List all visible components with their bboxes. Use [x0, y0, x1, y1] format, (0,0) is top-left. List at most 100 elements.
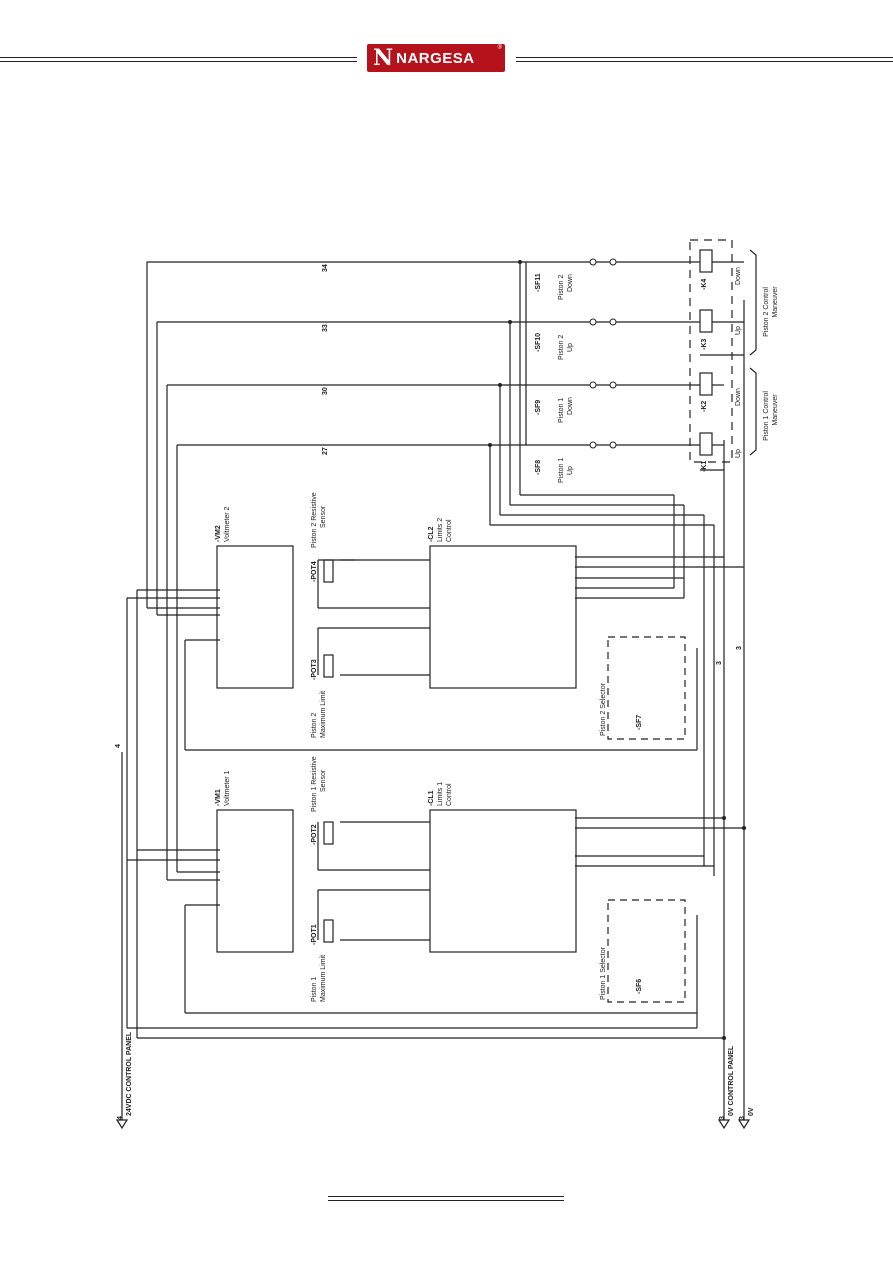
pot3-line2: Maximum Limit: [320, 691, 327, 738]
relay-k2-tag: -K2: [701, 401, 708, 412]
pot1-tag: -POT1: [311, 924, 318, 945]
header-rule-left-2: [0, 61, 357, 62]
maneuver-1-line1: Piston 1 Control: [763, 391, 770, 441]
maneuver-1-line2: Maneuver: [772, 394, 779, 426]
rail-24v-arrow: [115, 1119, 129, 1130]
relay-k1-coil: [699, 432, 713, 456]
switch-sf11-contact: [589, 258, 597, 266]
pot1-resistor: [323, 919, 334, 943]
rail-0v-a-label: 0V CONTROL PANEL: [728, 1045, 735, 1116]
footer-rule-1: [328, 1196, 564, 1197]
maneuver-2-line2: Maneuver: [772, 286, 779, 318]
limits-1-line2: Control: [446, 783, 453, 806]
pot3-tag: -POT3: [311, 659, 318, 680]
maneuver-2-line1: Piston 2 Control: [763, 287, 770, 337]
pot3-resistor: [323, 654, 334, 678]
relay-dashed-box: [689, 239, 733, 463]
relay-k4-tag: -K4: [701, 279, 708, 290]
switch-sf8-line1: Piston 1: [558, 458, 565, 483]
sf6-box: [607, 899, 686, 1003]
relay-k2-coil: [699, 372, 713, 396]
rail-0v-a-wire: 3: [719, 1116, 726, 1120]
sf6-label: Piston 1 Selector: [600, 946, 607, 1000]
rail-0v-b-arrow: [737, 1119, 751, 1130]
relay-k2-label: Down: [735, 388, 742, 406]
relay-k3-coil: [699, 309, 713, 333]
rail-0v-a-arrow: [717, 1119, 731, 1130]
pot4-line2: Sensor: [320, 505, 327, 528]
switch-sf9-contact: [589, 381, 597, 389]
switch-sf11-tag: -SF11: [535, 273, 542, 292]
voltmeter-1-name: Voltmeter 1: [224, 770, 231, 806]
switch-sf8-line2: Up: [567, 466, 574, 475]
pot4-tag: -POT4: [311, 561, 318, 582]
pot3-line1: Piston 2: [311, 713, 318, 738]
relay-k1-tag: -K1: [701, 461, 708, 472]
vertical-wire-3a: 3: [716, 661, 723, 665]
top-wire-label: 27: [322, 447, 329, 455]
logo-initial: N: [373, 45, 393, 71]
relay-k3-label: Up: [735, 326, 742, 335]
switch-sf11-line2: Down: [567, 274, 574, 292]
top-wire-label: 33: [322, 324, 329, 332]
rail-24v-label: 24VDC CONTROL PANEL: [126, 1031, 133, 1116]
voltmeter-2-box: [216, 545, 294, 689]
switch-sf10-contact-2: [609, 318, 617, 326]
switch-sf8-contact-2: [609, 441, 617, 449]
relay-k4-label: Down: [735, 267, 742, 285]
rail-0v-b-wire: 3: [739, 1116, 746, 1120]
sf6-tag: -SF6: [636, 979, 643, 994]
top-wire-label: 34: [322, 264, 329, 272]
switch-sf9-tag: -SF9: [535, 400, 542, 415]
bracket-maneuver-2: [749, 249, 757, 356]
junction: [722, 816, 726, 820]
switch-sf11-contact-2: [609, 258, 617, 266]
relay-k4-coil: [699, 249, 713, 273]
pot4-line1: Piston 2 Resistive: [311, 492, 318, 548]
logo-registered: ®: [497, 45, 502, 51]
vertical-wire-3b: 3: [736, 646, 743, 650]
header-rule-right-2: [516, 61, 893, 62]
voltmeter-1-tag: -VM1: [215, 789, 222, 806]
sf7-box: [607, 636, 686, 740]
pot2-line1: Piston 1 Resistive: [311, 756, 318, 812]
pot2-line2: Sensor: [320, 769, 327, 792]
top-wire-label: 30: [322, 387, 329, 395]
junction: [498, 383, 502, 387]
header-rule-left-1: [0, 57, 357, 58]
switch-sf9-line2: Down: [567, 397, 574, 415]
sf7-label: Piston 2 Selector: [600, 682, 607, 736]
limits-2-box: [429, 545, 577, 689]
limits-2-line1: Limits 2: [437, 518, 444, 542]
switch-sf11-line1: Piston 2: [558, 275, 565, 300]
switch-sf8-contact: [589, 441, 597, 449]
limits-1-line1: Limits 1: [437, 782, 444, 806]
bracket-maneuver-1: [749, 367, 757, 456]
limits-2-tag: -CL2: [428, 526, 435, 542]
footer-rule-2: [328, 1200, 564, 1201]
junction: [488, 443, 492, 447]
rail-0v-b-label: 0V: [748, 1107, 755, 1116]
pot1-line1: Piston 1: [311, 977, 318, 1002]
vertical-wire-4: 4: [115, 744, 122, 748]
pot2-tag: -POT2: [311, 824, 318, 845]
pot2-resistor: [323, 821, 334, 845]
pot4-resistor: [323, 559, 334, 583]
switch-sf10-line2: Up: [567, 343, 574, 352]
sf7-tag: -SF7: [636, 715, 643, 730]
voltmeter-2-name: Voltmeter 2: [224, 506, 231, 542]
junction: [742, 826, 746, 830]
switch-sf10-contact: [589, 318, 597, 326]
limits-2-line2: Control: [446, 519, 453, 542]
logo-text: NARGESA: [396, 49, 475, 67]
switch-sf9-line1: Piston 1: [558, 398, 565, 423]
limits-1-tag: -CL1: [428, 790, 435, 806]
rail-24v-wire: 4: [117, 1116, 124, 1120]
switch-sf9-contact-2: [609, 381, 617, 389]
switch-sf10-tag: -SF10: [535, 333, 542, 352]
limits-1-box: [429, 809, 577, 953]
switch-sf10-line1: Piston 2: [558, 335, 565, 360]
voltmeter-1-box: [216, 809, 294, 953]
relay-k3-tag: -K3: [701, 339, 708, 350]
